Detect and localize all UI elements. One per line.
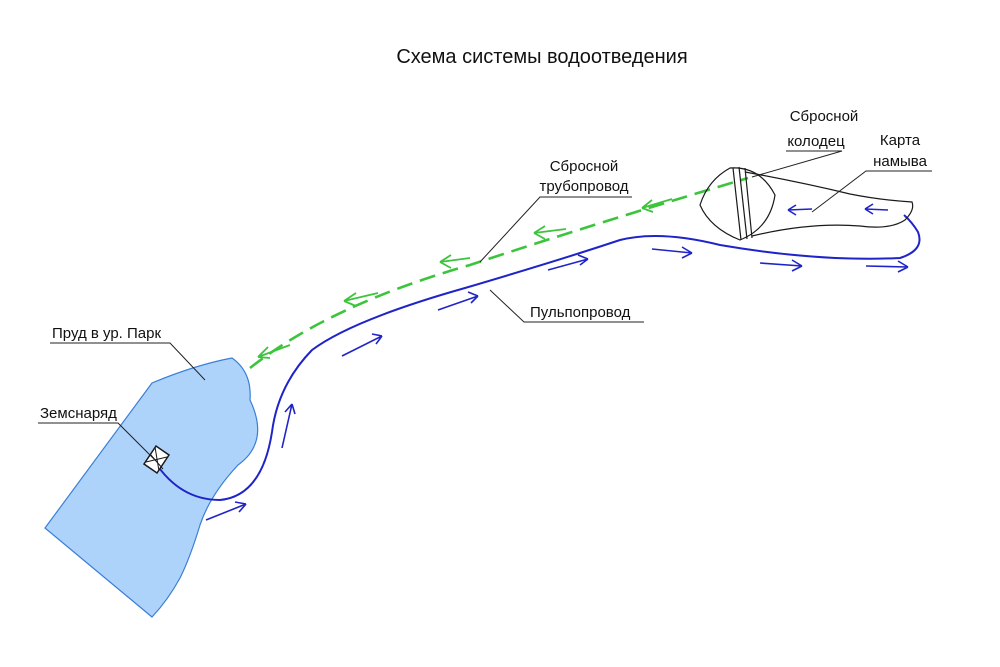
label-alluvium-map-line2: намыва — [873, 153, 928, 170]
discharge-pipe — [249, 176, 749, 370]
discharge-well — [699, 167, 776, 241]
slurry-arrow-4 — [437, 291, 479, 311]
discharge-arrow-2 — [343, 292, 379, 307]
leader-lines — [38, 150, 932, 463]
diagram-title: Схема системы водоотведения — [396, 46, 687, 68]
label-discharge-pipe-line2: трубопровод — [539, 178, 628, 195]
pond — [44, 357, 259, 618]
discharge-arrow-1 — [257, 344, 291, 359]
slurry-arrow-3 — [341, 333, 383, 357]
discharge-arrow-5 — [641, 198, 673, 213]
slurry-arrow-8 — [865, 260, 909, 273]
slurry-pipeline — [154, 214, 921, 502]
slurry-arrow-9 — [787, 204, 813, 216]
discharge-arrow-4 — [533, 225, 567, 240]
alluvium-map — [744, 171, 914, 237]
label-pond: Пруд в ур. Парк — [52, 325, 161, 342]
label-discharge-pipe-line1: Сбросной — [550, 158, 619, 175]
label-slurry-pipe: Пульпопровод — [530, 304, 631, 321]
label-dredger: Земснаряд — [40, 405, 117, 422]
slurry-arrow-6 — [651, 246, 693, 259]
slurry-arrow-2 — [281, 403, 296, 449]
discharge-flow-arrows — [257, 198, 673, 359]
label-discharge-well-line2: колодец — [787, 133, 845, 150]
label-discharge-well-line1: Сбросной — [790, 108, 859, 125]
slurry-arrow-5 — [547, 254, 589, 271]
slurry-arrow-1 — [205, 501, 247, 521]
leader-dredger — [38, 422, 158, 463]
leader-discharge-pipe — [479, 196, 632, 263]
slurry-flow-arrows — [205, 203, 909, 521]
leader-slurry-pipe — [489, 289, 644, 323]
slurry-arrow-7 — [759, 259, 803, 272]
leader-pond — [50, 342, 206, 381]
leader-discharge-well — [751, 150, 843, 178]
leader-alluvium-map — [811, 170, 932, 213]
slurry-arrow-10 — [864, 203, 889, 215]
discharge-well-walls — [732, 166, 753, 241]
label-alluvium-map-line1: Карта — [880, 132, 921, 149]
discharge-arrow-3 — [439, 254, 471, 269]
